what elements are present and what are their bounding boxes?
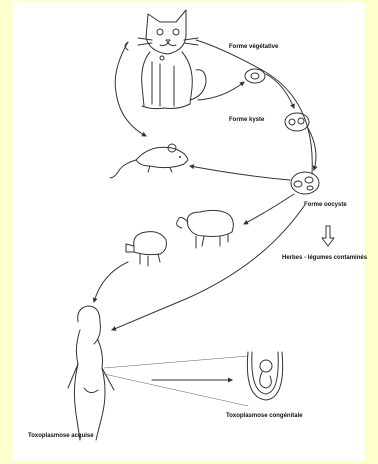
woman-drawing [68, 306, 114, 440]
arrow-vegetative-to-cyst [266, 74, 294, 108]
arrow-cat-to-mouse [115, 42, 146, 136]
projection-lines [104, 356, 248, 406]
vegetative-form-cell [245, 69, 265, 83]
label-vegetative-form: Forme végétative [229, 44, 278, 50]
label-congenital-toxoplasmosis: Toxoplasmose congénitale [226, 413, 303, 419]
sheep-drawing [177, 210, 234, 248]
arrow-oocyst-to-mouse [190, 166, 290, 180]
arrow-oocyst-to-sheep [244, 194, 294, 224]
pig-drawing [126, 232, 166, 266]
oocyst-form-cell [291, 172, 319, 194]
arrow-cat-to-vegetative [198, 82, 244, 100]
label-cyst-form: Forme kyste [229, 117, 264, 123]
contamination-arrow-icon [322, 226, 334, 246]
arrow-oocyst-to-cat [196, 40, 312, 174]
cyst-form-cell [285, 113, 309, 131]
arrow-animals-to-woman [94, 262, 128, 302]
arrow-oocyst-to-woman [112, 206, 304, 330]
label-acquired-toxoplasmosis: Toxoplasmose acquise [28, 433, 94, 439]
cat-drawing [125, 10, 206, 109]
mouse-drawing [110, 144, 188, 178]
label-contaminated-plants: Herbes - légumes contaminés [282, 255, 367, 261]
fetus-in-uterus-drawing [247, 352, 282, 400]
label-oocyst-form: Forme oocyste [304, 202, 347, 208]
